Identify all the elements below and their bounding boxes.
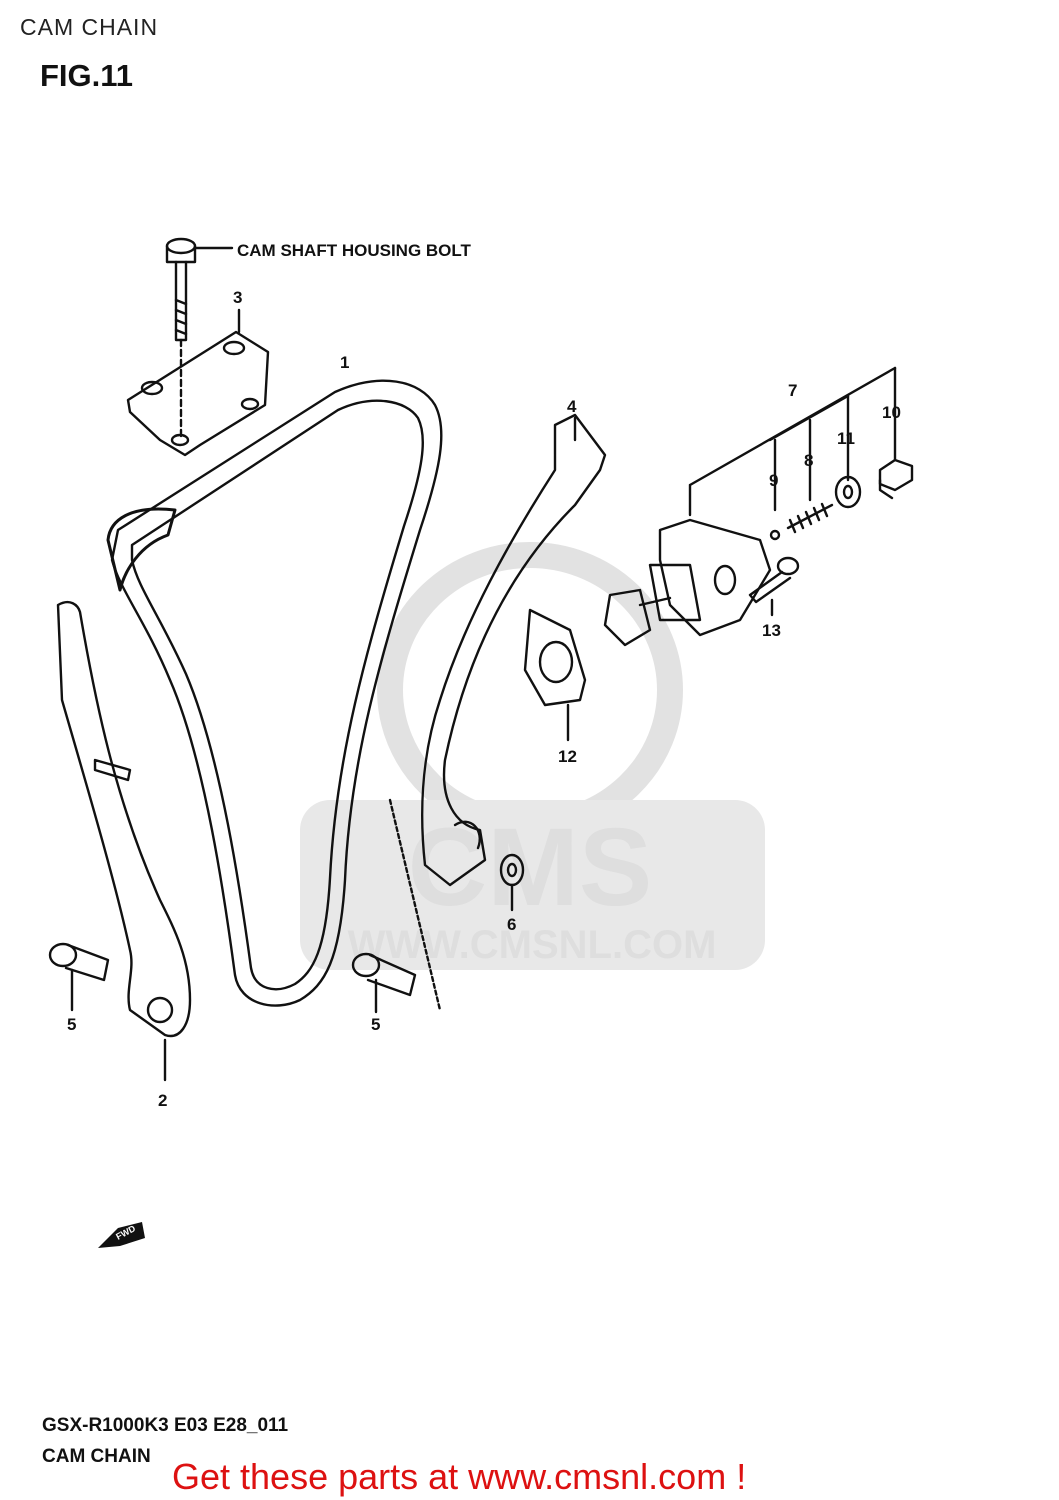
callout-9: 9: [769, 471, 778, 490]
callout-8: 8: [804, 451, 813, 470]
callout-5b: 5: [371, 1015, 380, 1034]
callout-1: 1: [340, 353, 349, 372]
watermark: CMS WWW.CMSNL.COM: [300, 542, 765, 970]
tensioner-ball: [769, 529, 781, 541]
tensioner-gasket: [523, 608, 587, 742]
footer-section-name: CAM CHAIN: [42, 1446, 151, 1467]
callout-5a: 5: [67, 1015, 76, 1034]
watermark-emblem: [377, 542, 683, 838]
tensioner-plug-bolt: [878, 458, 914, 500]
part-callouts: CAM SHAFT HOUSING BOLT 1 2 3 4 5 5 6 7 8…: [67, 241, 901, 1110]
callout-13: 13: [762, 621, 781, 640]
page-header-title: CAM CHAIN: [20, 14, 159, 40]
watermark-banner: [300, 800, 765, 970]
figure-number: FIG.11: [40, 58, 134, 93]
forward-direction-arrow: FWD: [98, 1222, 145, 1248]
cam-chain: [106, 379, 443, 1007]
watermark-url: WWW.CMSNL.COM: [348, 923, 717, 967]
callout-2: 2: [158, 1091, 167, 1110]
cam-chain-guide-rear: [56, 600, 192, 1082]
callout-4: 4: [567, 397, 577, 416]
callout-10: 10: [882, 403, 901, 422]
callout-12: 12: [558, 747, 577, 766]
callout-7: 7: [788, 381, 797, 400]
callout-11: 11: [837, 429, 855, 448]
washer: [499, 853, 525, 912]
watermark-brand: CMS: [408, 806, 652, 929]
callout-cam-shaft-housing-bolt: CAM SHAFT HOUSING BOLT: [237, 241, 472, 260]
tensioner-spring: [786, 502, 834, 534]
cam-shaft-housing-bolt: [165, 237, 234, 342]
cam-chain-tensioner-assembly: [603, 366, 897, 647]
cmsnl-parts-link[interactable]: Get these parts at www.cmsnl.com !: [172, 1456, 747, 1497]
cam-chain-tensioner-guide: [388, 413, 607, 1012]
tensioner-mounting-bolt: [748, 556, 800, 617]
sealing-washer: [834, 475, 862, 509]
footer-model-code: GSX-R1000K3 E03 E28_011: [42, 1415, 289, 1436]
callout-3: 3: [233, 288, 242, 307]
cam-shaft-housing: [126, 308, 270, 457]
guide-bolt-right: [351, 952, 417, 1014]
callout-6: 6: [507, 915, 516, 934]
guide-bolt-left: [48, 942, 110, 1012]
